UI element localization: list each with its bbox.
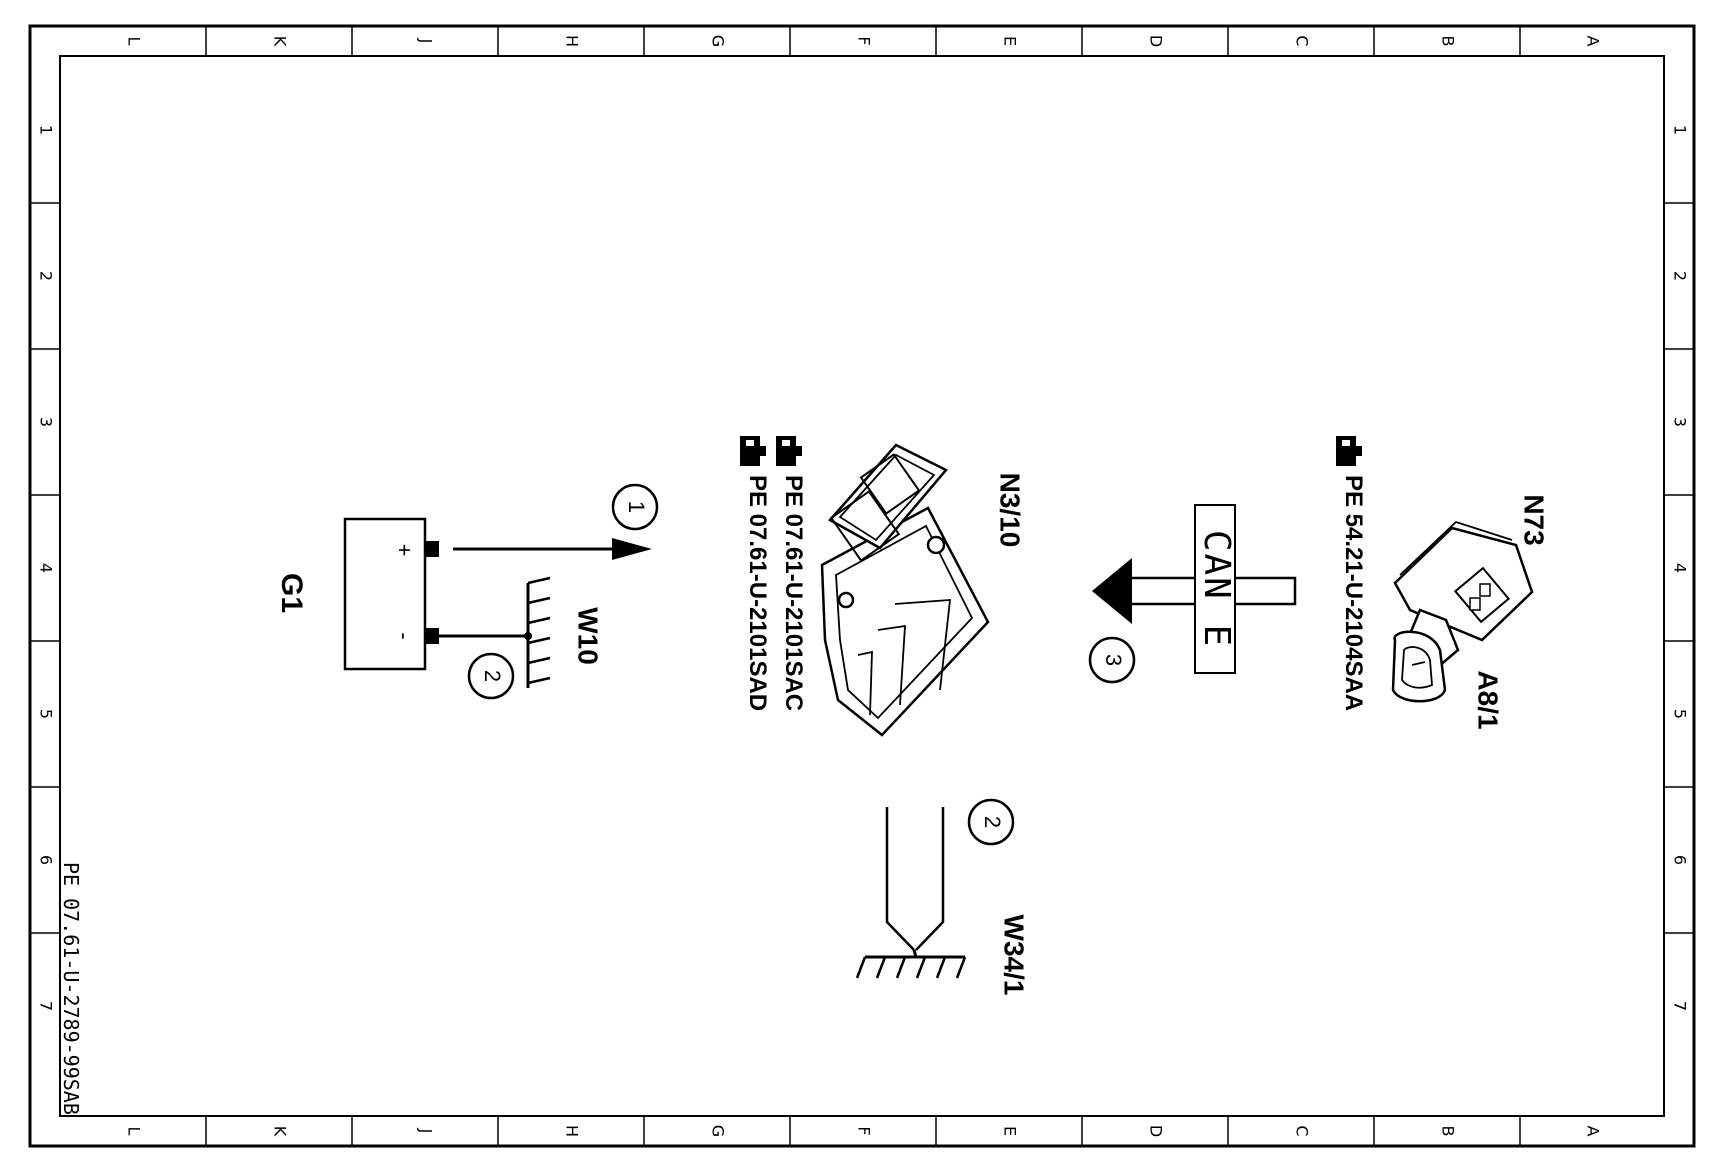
battery-label: G1: [275, 573, 308, 613]
col-label: K: [271, 36, 290, 47]
callout-number: 2: [480, 670, 505, 682]
col-label: G: [709, 1125, 728, 1137]
battery-minus-terminal: [425, 628, 439, 644]
row-label: 4: [1671, 563, 1690, 573]
col-label: C: [1293, 1125, 1312, 1136]
ecu-ref-1: PE 07.61-U-2101SAC: [776, 436, 807, 711]
column-labels-top: L K J H G F E D C B A: [125, 35, 1603, 47]
col-label: G: [709, 35, 728, 47]
ground-w10: W10: [439, 576, 604, 688]
row-label: 7: [37, 1001, 56, 1011]
key-label: A8/1: [1473, 670, 1504, 729]
col-label: D: [1147, 1125, 1166, 1137]
key-a8-1: [1391, 630, 1447, 703]
col-label: A: [1584, 1126, 1603, 1137]
ezs-label: N73: [1519, 494, 1550, 545]
col-label: B: [1439, 36, 1458, 47]
pointing-hand-icon: [1336, 436, 1362, 466]
ecu-ref-text: PE 07.61-U-2101SAD: [744, 475, 771, 711]
col-label: K: [271, 1126, 290, 1137]
col-label: J: [417, 1128, 436, 1134]
row-label: 3: [1671, 417, 1690, 427]
row-label: 2: [37, 271, 56, 281]
plus-arrow-head: [612, 538, 652, 560]
row-labels-right: 1 2 3 4 5 6 7: [1671, 125, 1690, 1011]
callout-number: 2: [980, 816, 1005, 828]
col-label: B: [1439, 1126, 1458, 1137]
column-labels-bottom: L K J H G F E D C B A: [125, 1125, 1603, 1137]
row-label: 2: [1671, 271, 1690, 281]
col-label: J: [417, 38, 436, 44]
col-label: E: [1001, 1126, 1020, 1136]
drawing-number: PE 07.61-U-2789-99SAB: [59, 862, 83, 1115]
row-label: 4: [37, 563, 56, 573]
pointing-hand-icon: [776, 436, 802, 466]
row-label: 6: [1671, 855, 1690, 865]
col-label: H: [563, 1125, 582, 1137]
callout-number: 1: [624, 501, 649, 513]
row-label: 1: [1671, 125, 1690, 135]
row-label: 6: [37, 855, 56, 865]
callout-2-ground: 2: [967, 798, 1015, 846]
engine-ecu-label: N3/10: [995, 473, 1026, 548]
row-labels-left: 1 2 3 4 5 6 7: [37, 125, 56, 1011]
row-grid: [30, 202, 1694, 934]
row-label: 5: [1671, 709, 1690, 719]
callout-2-battery: 2: [467, 652, 515, 700]
outer-frame: [28, 24, 1696, 1148]
battery-plus-terminal: [425, 541, 439, 557]
ground-w34-1-label: W34/1: [999, 915, 1030, 996]
inner-frame: [59, 55, 1665, 1117]
battery-body: [343, 517, 427, 671]
row-label: 1: [37, 125, 56, 135]
can-bus-label-box: [1194, 504, 1236, 674]
pointing-hand-icon: [740, 436, 766, 466]
col-label: F: [855, 1126, 874, 1135]
col-label: A: [1584, 36, 1603, 47]
row-label: 7: [1671, 1001, 1690, 1011]
battery-plus-wire: [453, 538, 652, 560]
col-label: L: [125, 37, 144, 46]
battery-plus-sign: +: [392, 544, 417, 557]
can-bus-arrow-head: [1092, 558, 1132, 624]
ground-w34-1: [855, 807, 967, 979]
ground-w10-label: W10: [573, 607, 604, 665]
callout-3: 3: [1088, 636, 1136, 684]
battery-g1: + - G1: [275, 517, 439, 671]
col-label: F: [855, 36, 874, 45]
col-label: C: [1293, 35, 1312, 46]
ezs-ref-text: PE 54.21-U-2104SAA: [1340, 475, 1367, 711]
callout-number: 3: [1101, 654, 1126, 666]
row-label: 5: [37, 709, 56, 719]
ecu-ref-text: PE 07.61-U-2101SAC: [780, 475, 807, 711]
col-label: D: [1147, 35, 1166, 47]
row-label: 3: [37, 417, 56, 427]
col-label: L: [125, 1127, 144, 1136]
column-grid: [205, 26, 1521, 1146]
col-label: E: [1001, 36, 1020, 46]
battery-minus-sign: -: [392, 632, 417, 639]
can-e-bus: CAN E: [1092, 504, 1297, 674]
callout-1: 1: [611, 483, 659, 531]
ecu-ref-2: PE 07.61-U-2101SAD: [740, 436, 771, 711]
can-bus-label: CAN E: [1196, 530, 1237, 648]
ezs-ref: PE 54.21-U-2104SAA: [1336, 436, 1367, 711]
engine-ecu-n3-10: [820, 443, 990, 737]
col-label: H: [563, 35, 582, 47]
